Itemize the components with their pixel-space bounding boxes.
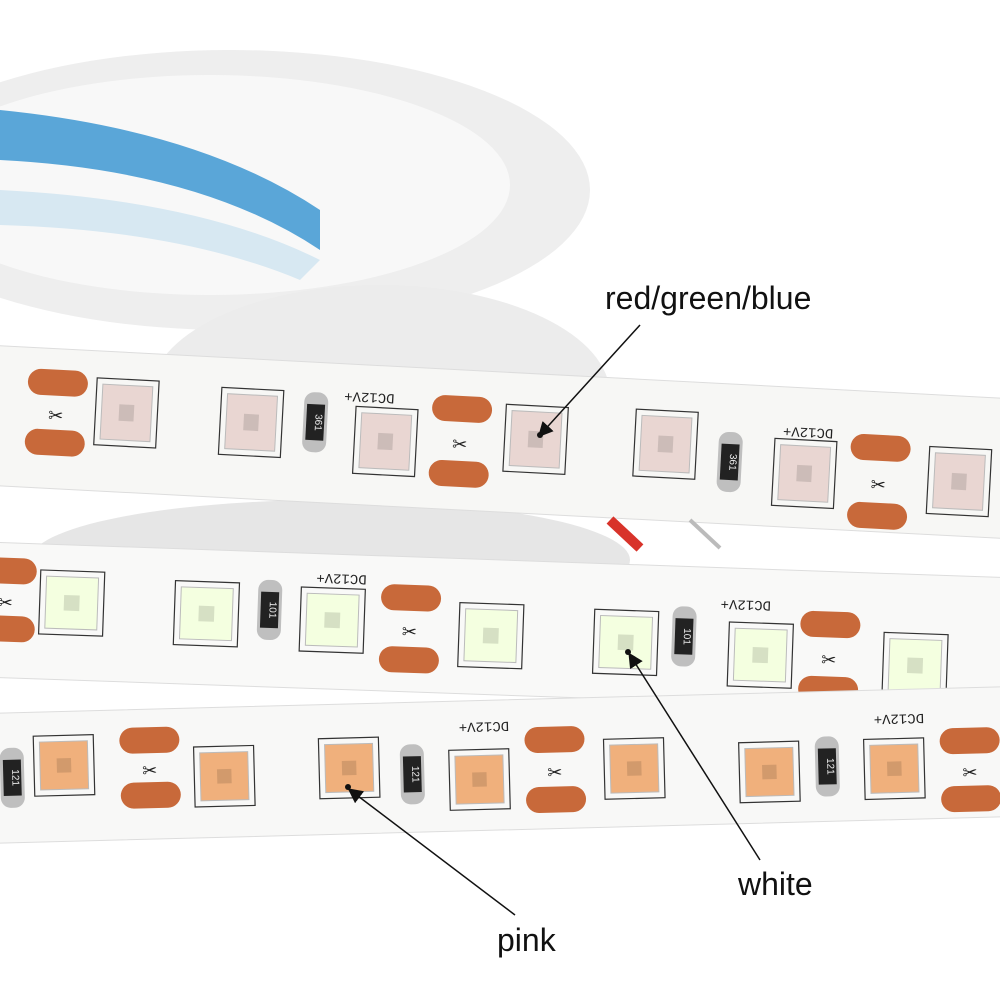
scissors-icon: ✂ (547, 762, 563, 782)
led-pink (869, 743, 920, 794)
led-outline (591, 608, 660, 677)
solder-pad (432, 395, 493, 423)
led-white (463, 608, 519, 664)
led-outline (502, 403, 569, 476)
led-white (178, 586, 234, 642)
resistor-code: 361 (726, 454, 738, 472)
led-outline (632, 408, 699, 480)
arrow-rgb (537, 324, 641, 438)
solder-pad (24, 428, 85, 457)
led-outline (602, 737, 666, 800)
voltage-marking: DC12V+ (873, 709, 924, 726)
solder-pad (120, 781, 181, 809)
led-outline (925, 445, 993, 518)
resistor-code: 101 (681, 628, 693, 645)
led-outline (37, 569, 106, 637)
led-outline (457, 601, 525, 670)
label-pink: pink (497, 922, 556, 958)
solder-pad (27, 368, 88, 397)
red-wire (606, 516, 644, 552)
resistor-code: 121 (9, 769, 20, 786)
voltage-marking: DC12V+ (344, 387, 395, 406)
solder-pad (119, 726, 180, 754)
led-pink (38, 740, 90, 791)
led-outline (192, 744, 256, 808)
led-outline (738, 740, 801, 804)
solder-pad (850, 434, 911, 462)
solder-pad (0, 615, 35, 643)
strip-white: ✂ ✂ ✂ 101 101 DC12V+ DC12V+ (0, 541, 1000, 715)
led-white (304, 592, 360, 648)
led-outline (862, 737, 926, 801)
led-rgb (932, 452, 986, 511)
scissors-icon: ✂ (870, 474, 886, 495)
solder-pad (378, 646, 439, 674)
led-rgb (358, 412, 413, 471)
voltage-marking: DC12V+ (458, 717, 509, 734)
led-outline (770, 437, 838, 510)
reel-blue-edge (0, 110, 320, 250)
led-pink (609, 743, 660, 794)
arrow-pink (347, 788, 516, 916)
scissors-icon: ✂ (142, 760, 158, 780)
voltage-marking: DC12V+ (316, 569, 367, 587)
led-white (732, 627, 788, 683)
strip-rgb: ✂ ✂ ✂ 361 361 DC12V+ DC12V+ (0, 344, 1000, 541)
resistor-code: 121 (409, 766, 420, 783)
led-pink (199, 751, 250, 802)
solder-pad (0, 557, 37, 585)
led-rgb (638, 414, 693, 474)
led-rgb (224, 393, 279, 452)
label-white: white (738, 866, 813, 902)
solder-pad (526, 786, 587, 813)
solder-pad (939, 727, 1000, 755)
scissors-icon: ✂ (821, 650, 837, 671)
led-outline (172, 580, 241, 648)
led-outline (448, 748, 511, 811)
led-outline (726, 621, 795, 689)
resistor-code: 121 (824, 758, 835, 775)
scissors-icon: ✂ (452, 434, 468, 455)
solder-pad (941, 785, 1000, 813)
scissors-icon: ✂ (962, 763, 978, 783)
arrow-white (628, 652, 761, 861)
led-rgb (99, 383, 154, 443)
led-outline (32, 734, 96, 797)
resistor-code: 101 (266, 602, 278, 619)
reel-background (0, 50, 630, 620)
led-outline (93, 377, 160, 449)
scissors-icon: ✂ (402, 622, 418, 643)
led-outline (217, 386, 285, 459)
scissors-icon: ✂ (0, 592, 13, 613)
solder-pad (381, 584, 442, 612)
led-outline (351, 405, 419, 478)
resistor-code: 361 (312, 414, 324, 432)
solder-pad (800, 610, 861, 639)
led-pink (454, 754, 505, 805)
voltage-marking: DC12V+ (783, 422, 834, 441)
solder-pad (847, 501, 908, 530)
label-red-green-blue: red/green/blue (605, 280, 812, 316)
solder-pad (524, 726, 585, 754)
led-rgb (777, 444, 832, 503)
strip-pink: ✂ ✂ ✂ 121 121 121 DC12V+ DC12V+ (0, 685, 1000, 845)
led-outline (298, 586, 366, 654)
led-white (44, 575, 100, 631)
scissors-icon: ✂ (48, 405, 64, 426)
voltage-marking: DC12V+ (720, 595, 771, 613)
solder-pad (428, 459, 489, 488)
led-pink (744, 746, 795, 798)
